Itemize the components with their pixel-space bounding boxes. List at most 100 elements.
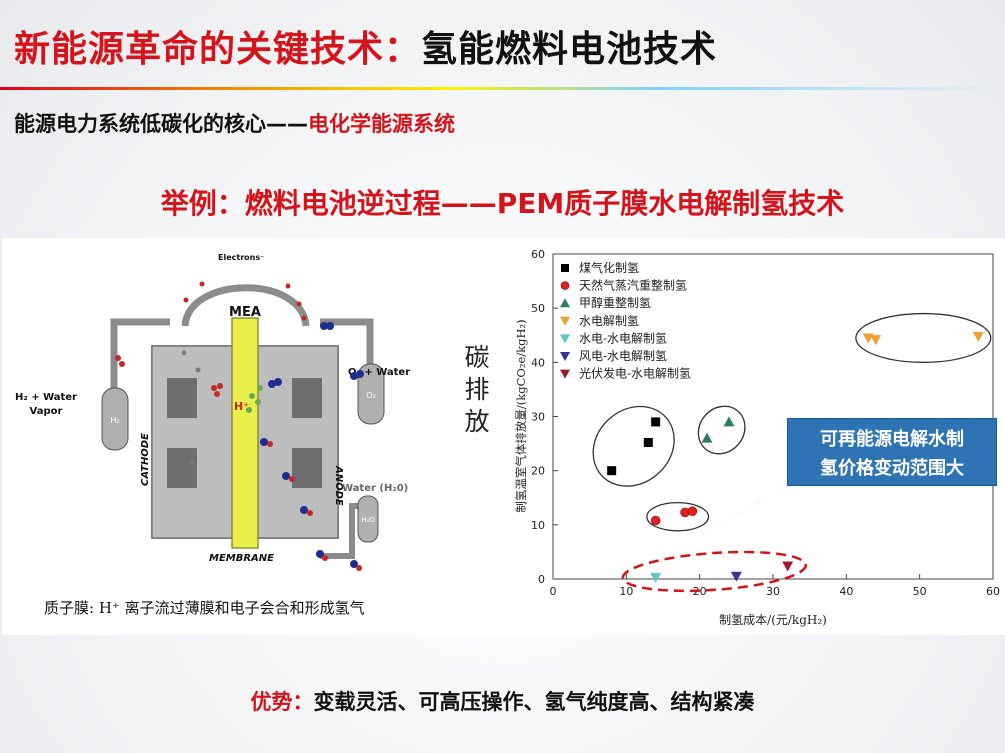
electron-dots (183, 281, 307, 321)
data-point (687, 506, 698, 517)
legend-marker (560, 334, 570, 344)
side-label-char-1: 碳 (464, 343, 490, 372)
electron-wire (181, 284, 310, 327)
legend-marker (560, 298, 570, 308)
data-point (782, 561, 794, 572)
pem-electrolyzer-diagram: Electrons⁻ MEA H⁺ MEMBRANE CATHODE ANODE (15, 253, 410, 571)
o2-pipe (320, 318, 374, 366)
cluster-ellipse (592, 405, 675, 487)
y-tick-label: 30 (531, 411, 545, 424)
anode-channel-1 (292, 378, 322, 418)
title-black-part: 氢能燃料电池技术 (421, 29, 718, 70)
water-h2o-label: Water (H₂0) (342, 483, 408, 494)
title-red-part: 新能源革命的关键技术： (14, 29, 422, 70)
subtitle-dash: —— (266, 112, 308, 136)
cathode-label: CATHODE (140, 433, 151, 486)
water-tank-label: H₂O (361, 516, 375, 524)
h2-tank-label: H₂ (110, 416, 119, 425)
legend-marker (560, 281, 570, 290)
subtitle-red: 电化学能源系统 (308, 112, 455, 136)
h-plus-label: H⁺ (234, 400, 249, 413)
data-point (870, 335, 882, 346)
subtitle-black: 能源电力系统低碳化的核心 (14, 112, 266, 136)
data-point (723, 416, 735, 427)
legend-marker (560, 369, 570, 379)
data-point (650, 572, 662, 583)
legend-label: 水电解制氢 (579, 313, 639, 328)
x-tick-label: 60 (986, 585, 1000, 598)
y-tick-label: 50 (531, 302, 545, 315)
h2-water-label-1: H₂ + Water (15, 392, 77, 403)
h2-tank (101, 387, 129, 451)
o2-water-label: O₂ + Water (348, 367, 410, 378)
legend-label: 水电-水电解制氢 (579, 330, 667, 345)
water-tank (357, 495, 379, 543)
advantage-label: 优势： (250, 690, 314, 714)
cluster-ellipse (621, 550, 808, 593)
x-tick-label: 50 (913, 585, 927, 598)
y-tick-label: 10 (531, 519, 545, 532)
legend-marker (561, 264, 569, 272)
cluster-ellipse (646, 501, 710, 532)
callout-line-1: 可再能源电解水制 (820, 429, 964, 450)
membrane-label: MEMBRANE (209, 553, 274, 564)
legend-label: 煤气化制氢 (579, 260, 639, 275)
price-range-callout: 可再能源电解水制 氢价格变动范围大 (787, 418, 997, 486)
side-label-char-2: 排 (464, 375, 490, 404)
x-tick-label: 10 (619, 585, 633, 598)
cathode-plate (151, 345, 233, 539)
y-tick-label: 20 (531, 465, 545, 478)
pem-diagram-panel: Electrons⁻ MEA H⁺ MEMBRANE CATHODE ANODE (2, 238, 508, 635)
legend-label: 风电-水电解制氢 (579, 348, 667, 363)
advantages-line: 优势：变载灵活、可高压操作、氢气纯度高、结构紧凑 (0, 686, 1005, 716)
legend-marker (560, 316, 570, 326)
data-point (643, 438, 653, 447)
y-tick-label: 60 (531, 248, 545, 261)
molecules (115, 322, 364, 571)
data-points (607, 331, 984, 583)
membrane (231, 317, 259, 549)
title-underline (0, 87, 1005, 90)
cathode-channel-2 (167, 448, 197, 488)
data-point (651, 417, 661, 427)
y-tick-label: 0 (538, 573, 545, 586)
h2-pipe (110, 318, 170, 390)
data-point (607, 466, 617, 476)
electrons-label: Electrons⁻ (218, 253, 264, 262)
plot-frame (552, 253, 994, 580)
cluster-ellipses (592, 312, 992, 593)
anode-label: ANODE (333, 465, 344, 506)
data-point (730, 571, 742, 582)
legend-label: 天然气蒸汽重整制氢 (579, 278, 687, 293)
carbon-emission-side-label: 碳 排 放 (462, 342, 492, 438)
mea-label: MEA (229, 305, 261, 320)
data-point (972, 331, 984, 342)
legend-label: 甲醇重整制氢 (579, 295, 651, 310)
y-axis-label: 制氢温室气体排放量/(kgCO₂e/kgH₂) (514, 319, 528, 512)
example-heading: 举例：燃料电池逆过程——PEM质子膜水电解制氢技术 (160, 187, 845, 220)
cluster-ellipse (855, 312, 992, 363)
data-point (650, 515, 661, 526)
x-axis-label: 制氢成本/(元/kgH₂) (719, 612, 827, 627)
legend-label: 光伏发电-水电解制氢 (579, 366, 691, 381)
o2-tank (357, 363, 385, 425)
callout-pointer (673, 470, 819, 548)
legend-marker (560, 352, 570, 361)
y-tick-label: 40 (531, 356, 545, 369)
x-tick-label: 40 (839, 585, 853, 598)
subtitle: 能源电力系统低碳化的核心——电化学能源系统 (14, 108, 455, 138)
cathode-channel-1 (167, 378, 197, 418)
side-label-char-3: 放 (464, 407, 490, 436)
callout-line-2: 氢价格变动范围大 (820, 458, 964, 479)
slide-title: 新能源革命的关键技术：氢能燃料电池技术 (14, 20, 717, 72)
advantage-text: 变载灵活、可高压操作、氢气纯度高、结构紧凑 (313, 690, 755, 714)
x-tick-label: 0 (550, 585, 557, 598)
h2-water-label-2: Vapor (30, 406, 63, 417)
diagram-caption: 质子膜: H⁺ 离子流过薄膜和电子会合和形成氢气 (44, 599, 365, 617)
x-tick-label: 30 (766, 585, 780, 598)
legend: 煤气化制氢天然气蒸汽重整制氢甲醇重整制氢水电解制氢水电-水电解制氢风电-水电解制… (560, 260, 691, 381)
o2-tank-label: O₂ (366, 391, 376, 400)
